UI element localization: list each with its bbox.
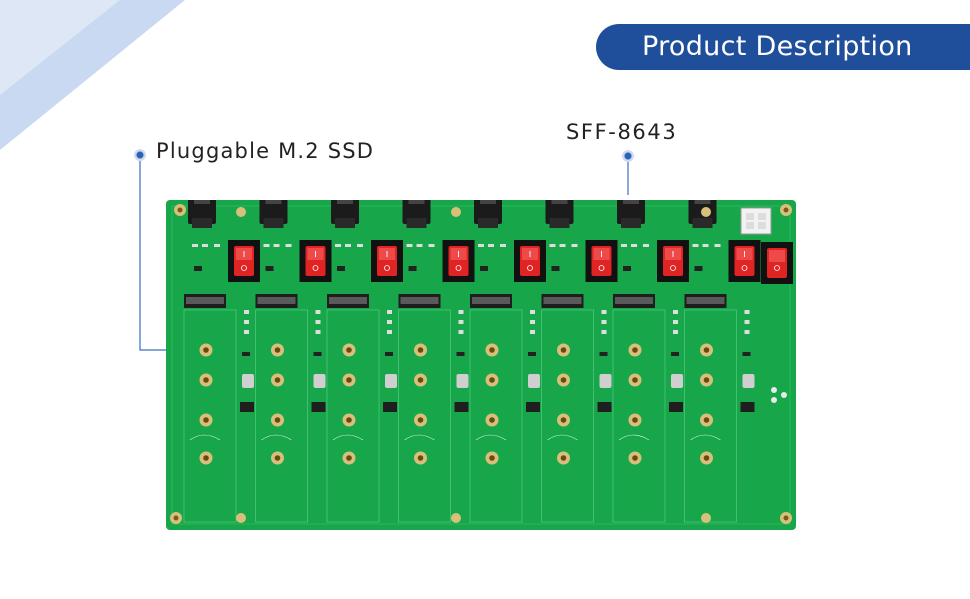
page-title: Product Description — [642, 31, 913, 62]
callout-dot-sff — [622, 150, 634, 162]
ssd-bay — [183, 200, 260, 523]
ssd-bay — [326, 200, 403, 523]
callout-label-m2-ssd: Pluggable M.2 SSD — [156, 139, 375, 163]
pcb-board-image — [166, 200, 796, 530]
product-description-banner: Product Description — [596, 24, 970, 70]
ssd-bay — [398, 200, 475, 523]
ssd-bay — [469, 200, 546, 523]
ssd-bay — [255, 200, 332, 523]
decorative-corner-shape — [0, 0, 185, 150]
callout-dot-m2 — [134, 149, 146, 161]
ssd-bay — [541, 200, 618, 523]
callout-label-sff-8643: SFF-8643 — [566, 120, 678, 144]
ssd-bay — [612, 200, 689, 523]
ssd-bay — [684, 200, 761, 523]
